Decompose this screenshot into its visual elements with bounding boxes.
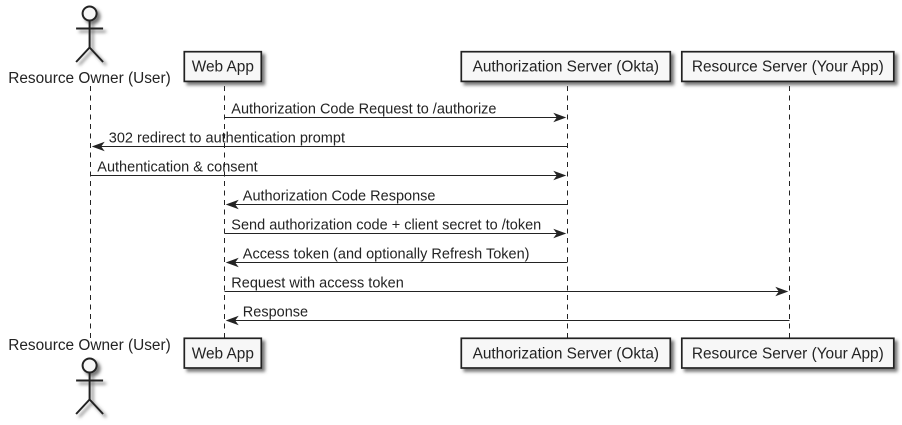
svg-text:Response: Response [243,304,308,320]
svg-text:Resource Server (Your App): Resource Server (Your App) [692,345,884,362]
svg-text:Authorization Code Response: Authorization Code Response [243,188,436,204]
svg-text:Web App: Web App [192,59,254,76]
svg-text:Authorization Code Request to: Authorization Code Request to /authorize [231,101,496,117]
svg-text:Resource Server (Your App): Resource Server (Your App) [692,59,884,76]
svg-text:Resource Owner (User): Resource Owner (User) [8,337,171,354]
svg-text:Request with access token: Request with access token [231,275,403,291]
svg-text:Send authorization code + clie: Send authorization code + client secret … [231,217,541,233]
svg-text:302 redirect to authentication: 302 redirect to authentication prompt [109,130,345,146]
svg-text:Access token (and optionally R: Access token (and optionally Refresh Tok… [243,246,530,262]
svg-text:Resource Owner (User): Resource Owner (User) [8,70,171,87]
svg-text:Authorization Server (Okta): Authorization Server (Okta) [473,59,659,76]
svg-text:Web App: Web App [192,345,254,362]
svg-text:Authorization Server (Okta): Authorization Server (Okta) [473,345,659,362]
svg-text:Authentication & consent: Authentication & consent [97,159,257,175]
